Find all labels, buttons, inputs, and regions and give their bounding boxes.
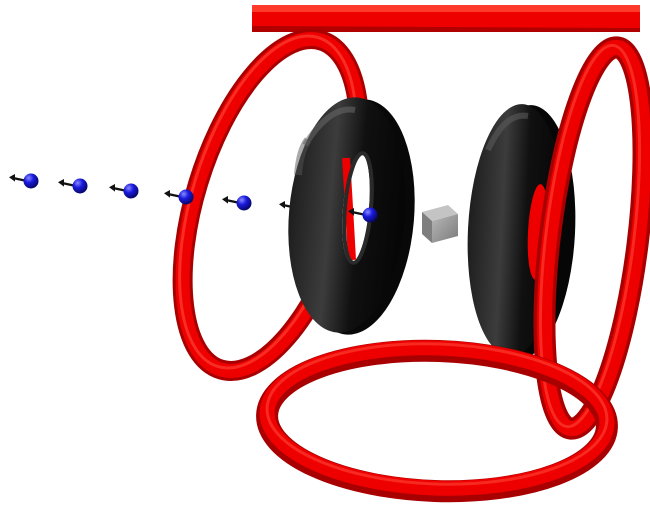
- spin-arrow-head-icon: [222, 196, 228, 204]
- particle-sphere: [236, 195, 252, 211]
- top-coil-highlight: [252, 5, 640, 12]
- spin-arrow-head-icon: [279, 201, 285, 209]
- particle-sphere: [72, 178, 88, 194]
- particle-sphere: [123, 183, 139, 199]
- spin-arrow-head-icon: [109, 184, 115, 192]
- particle-sphere: [23, 173, 39, 189]
- atom-particle: [164, 189, 194, 205]
- atom-particle: [109, 183, 139, 199]
- right-coil: [533, 36, 650, 440]
- particle-sphere: [362, 207, 378, 223]
- particle-sphere: [178, 189, 194, 205]
- spin-arrow-head-icon: [348, 208, 354, 216]
- atom-particle: [222, 195, 252, 211]
- particle-in-ring: [348, 207, 378, 223]
- top-coil-shadow: [252, 26, 640, 32]
- atom-particle: [348, 207, 378, 223]
- spin-arrow-head-icon: [9, 174, 15, 182]
- atom-particle: [58, 178, 88, 194]
- top-coil: [252, 5, 640, 32]
- sample-cube: [422, 205, 458, 243]
- spin-arrow-head-icon: [164, 190, 170, 198]
- spin-arrow-head-icon: [58, 179, 64, 187]
- bottom-coil: [256, 339, 618, 503]
- atom-particle: [9, 173, 39, 189]
- particles: [9, 173, 309, 216]
